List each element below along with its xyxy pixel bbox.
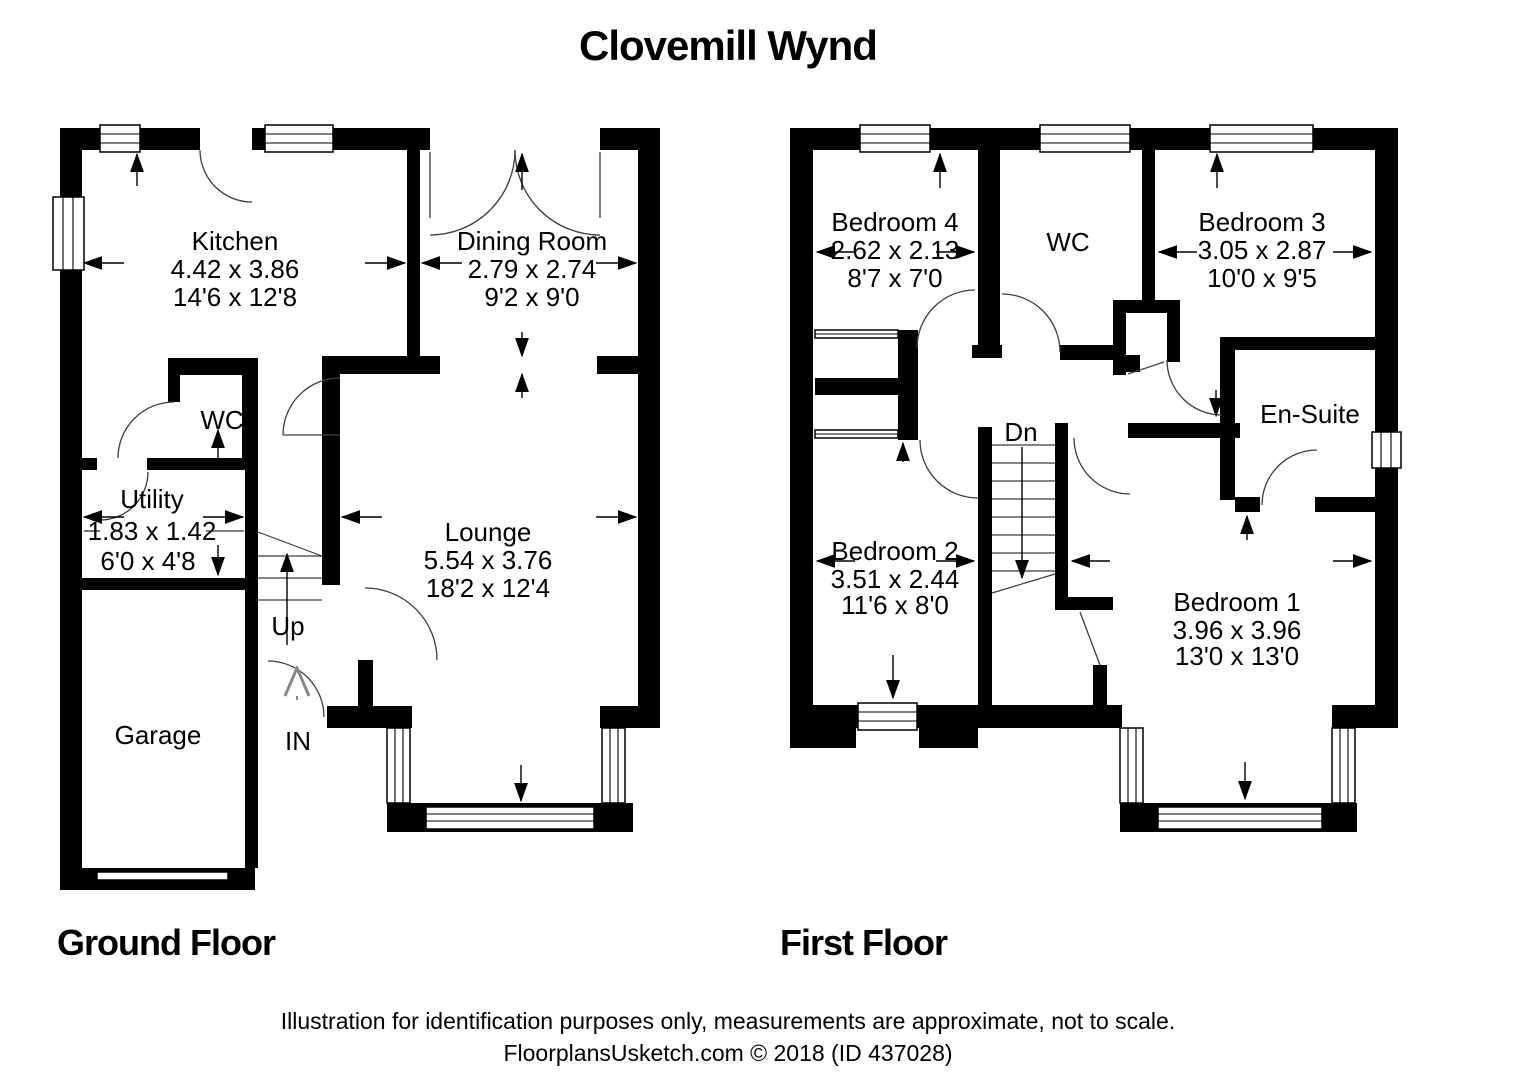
bedroom2-metric: 3.51 x 2.44 [831, 564, 960, 594]
bedroom3-imperial: 10'0 x 9'5 [1207, 263, 1317, 293]
wc-window [1039, 124, 1131, 153]
first-floor-title: First Floor [780, 922, 948, 963]
ground-windows [52, 124, 626, 881]
ground-room-labels: Kitchen 4.42 x 3.86 14'6 x 12'8 Dining R… [88, 226, 607, 756]
garage-label: Garage [115, 720, 202, 750]
bedroom4-door-arc [916, 289, 976, 349]
first-dimension-arrows [815, 152, 1373, 801]
kitchen-window-small [99, 124, 141, 153]
disclaimer-text: Illustration for identification purposes… [281, 1008, 1175, 1034]
wc-first-door-arc [1001, 293, 1061, 353]
ground-floor-plan: Kitchen 4.42 x 3.86 14'6 x 12'8 Dining R… [52, 124, 660, 890]
bedroom1-landing-door-arc [1073, 437, 1131, 495]
bedroom1-door-leaf [1079, 611, 1101, 666]
entrance-label: IN [285, 726, 311, 756]
kitchen-label: Kitchen [192, 226, 279, 256]
bedroom1-bay-window-right [1331, 727, 1356, 804]
stairs-up-label: Up [271, 611, 304, 641]
lounge-imperial: 18'2 x 12'4 [426, 573, 550, 603]
bedroom4-metric: 2.62 x 2.13 [831, 235, 960, 265]
dining-french-door-left-arc [429, 149, 516, 236]
bedroom2-window [857, 702, 918, 731]
bedroom2-door-arc [919, 439, 979, 499]
bedroom3-metric: 3.05 x 2.87 [1198, 235, 1327, 265]
bedroom1-bay-window-left [1119, 727, 1144, 804]
landing-cupboard-front-a [814, 329, 899, 339]
first-walls [790, 128, 1398, 832]
bedroom2-label: Bedroom 2 [831, 536, 958, 566]
kitchen-hall-door-arc [282, 377, 341, 436]
first-stairs [991, 444, 1056, 594]
bedroom3-door-arc [1166, 359, 1223, 416]
utility-imperial: 6'0 x 4'8 [100, 546, 195, 576]
dining-metric: 2.79 x 2.74 [468, 254, 597, 284]
ensuite-label: En-Suite [1260, 399, 1360, 429]
kitchen-rear-door-arc [199, 149, 253, 203]
lounge-label: Lounge [445, 517, 532, 547]
bedroom4-label: Bedroom 4 [831, 207, 958, 237]
utility-door-arc [99, 471, 149, 521]
copyright-text: FloorplansUsketch.com © 2018 (ID 437028) [503, 1040, 952, 1066]
dining-french-door-right-arc [514, 149, 601, 236]
lounge-bay-window-left [386, 727, 411, 804]
bedroom3-label: Bedroom 3 [1198, 207, 1325, 237]
lounge-metric: 5.54 x 3.76 [424, 545, 553, 575]
wc-label: WC [200, 405, 243, 435]
first-windows [814, 124, 1402, 830]
utility-metric: 1.83 x 1.42 [88, 516, 217, 546]
kitchen-window-large [264, 124, 334, 153]
dining-label: Dining Room [457, 226, 607, 256]
wc-first-label: WC [1046, 227, 1089, 257]
bedroom4-imperial: 8'7 x 7'0 [847, 263, 942, 293]
ensuite-window [1371, 431, 1402, 469]
bedroom1-bay-window-front [1157, 806, 1323, 830]
wc-door-arc [117, 401, 175, 459]
bedroom1-imperial: 13'0 x 13'0 [1175, 641, 1299, 671]
cupboard-door-leaf [1127, 361, 1165, 375]
ground-stairs [257, 531, 323, 645]
bedroom1-label: Bedroom 1 [1173, 587, 1300, 617]
lounge-door-arc [364, 587, 438, 661]
first-room-labels: Bedroom 4 2.62 x 2.13 8'7 x 7'0 WC Bedro… [831, 207, 1360, 671]
bedroom1-metric: 3.96 x 3.96 [1173, 615, 1302, 645]
kitchen-side-window [52, 196, 85, 271]
kitchen-metric: 4.42 x 3.86 [171, 254, 300, 284]
ground-floor-title: Ground Floor [57, 922, 276, 963]
first-floor-plan: Bedroom 4 2.62 x 2.13 8'7 x 7'0 WC Bedro… [790, 124, 1402, 832]
utility-label: Utility [120, 484, 184, 514]
stairs-dn-label: Dn [1004, 417, 1037, 447]
ground-dimension-arrows [82, 152, 638, 803]
bedroom3-window [1209, 124, 1314, 153]
garage-door [96, 871, 229, 881]
ensuite-door-arc [1261, 449, 1318, 506]
lounge-bay-window-right [601, 727, 626, 804]
page-title: Clovemill Wynd [579, 22, 877, 69]
bedroom4-window [859, 124, 931, 153]
dining-imperial: 9'2 x 9'0 [484, 282, 579, 312]
kitchen-imperial: 14'6 x 12'8 [173, 282, 297, 312]
bedroom2-imperial: 11'6 x 8'0 [841, 590, 949, 620]
landing-cupboard-front-b [814, 429, 899, 439]
lounge-bay-window-front [425, 806, 595, 830]
